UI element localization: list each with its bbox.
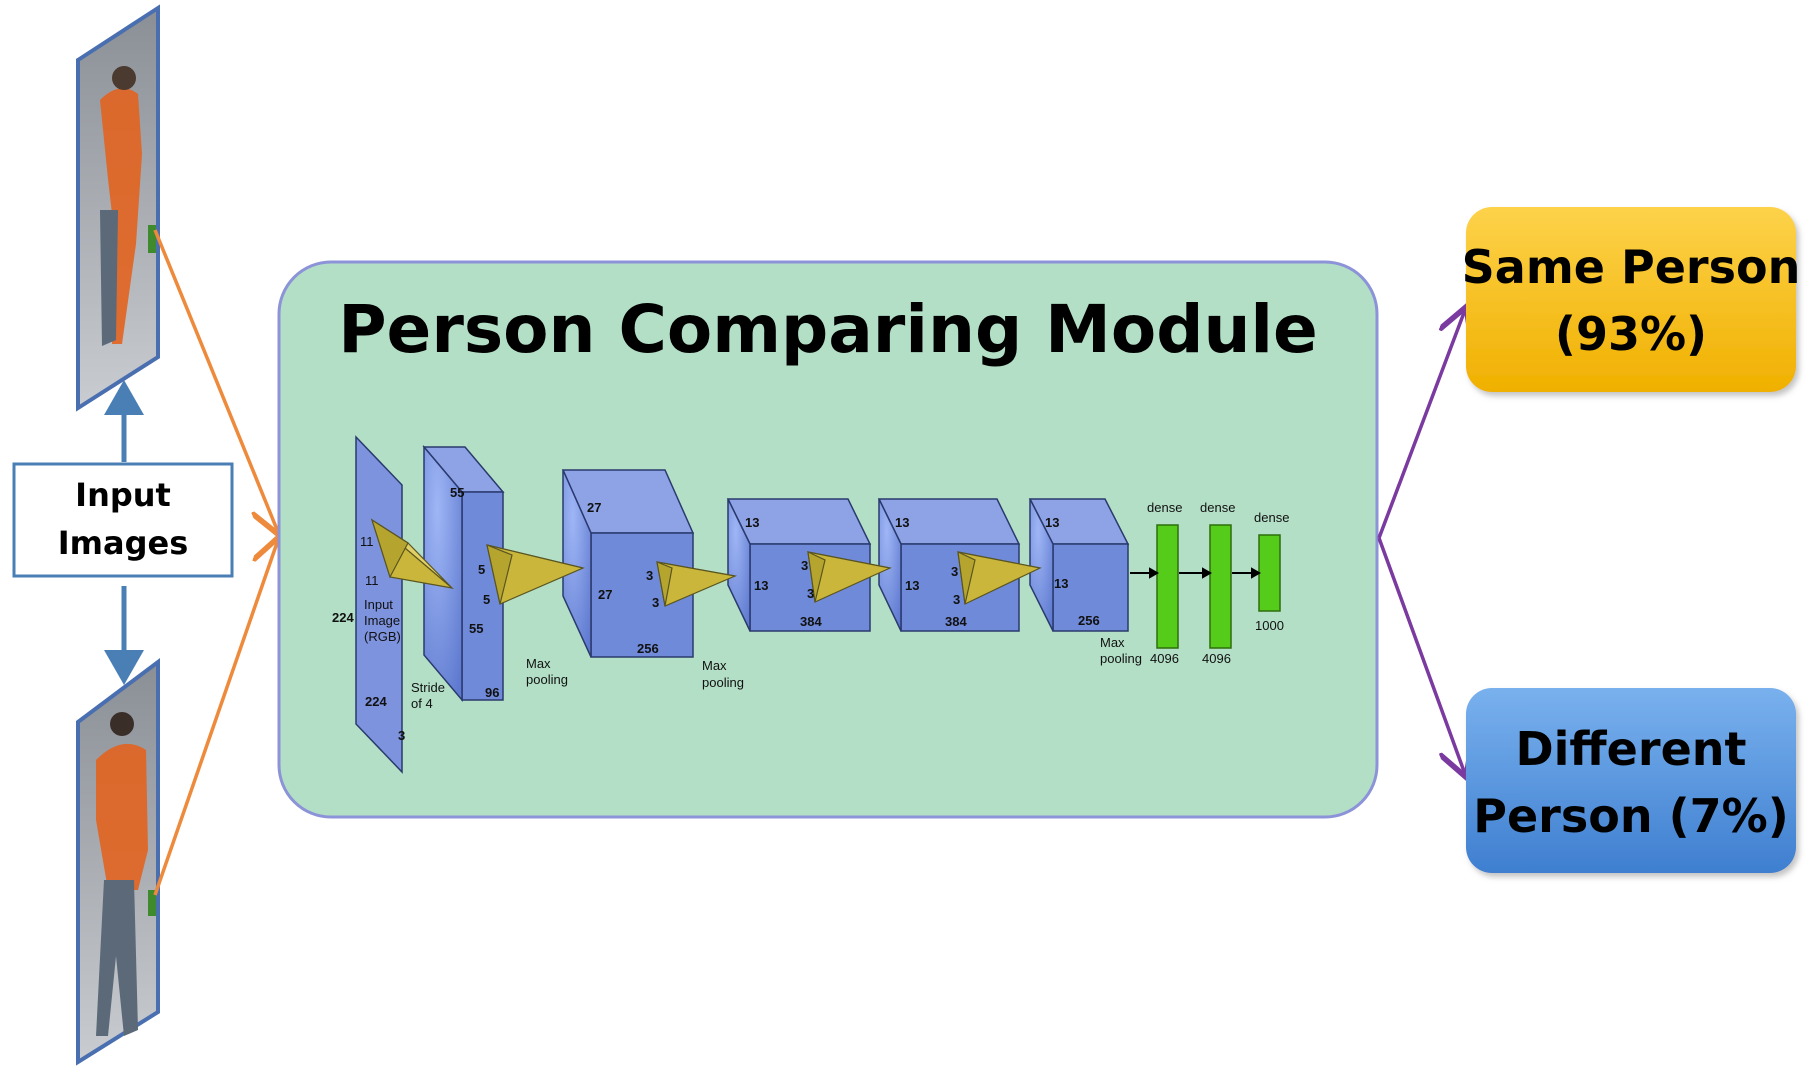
kernel-3 [656, 561, 738, 607]
cnn-conv5-13b: 13 [1054, 576, 1068, 591]
person-photo-bottom [76, 658, 160, 1066]
cnn-pool1-b: pooling [526, 672, 568, 687]
arrow-to-same-person [1377, 310, 1465, 539]
cnn-conv3-3a: 3 [801, 558, 808, 573]
cnn-dense1-label: dense [1147, 500, 1182, 515]
conv5-block [1028, 498, 1130, 632]
cnn-conv4-13a: 13 [895, 515, 909, 530]
cnn-input-label2: Image [364, 613, 400, 628]
cnn-conv4-384: 384 [945, 614, 967, 629]
cnn-pool3-a: Max [1100, 635, 1125, 650]
orange-arrow-bottom [153, 540, 278, 896]
cnn-conv1-96: 96 [485, 685, 499, 700]
same-person-box [1466, 207, 1796, 392]
cnn-conv2-27a: 27 [587, 500, 601, 515]
cnn-conv4-13b: 13 [905, 578, 919, 593]
cnn-conv2-3b: 3 [652, 595, 659, 610]
cnn-conv5-256: 256 [1078, 613, 1100, 628]
kernel-4 [807, 550, 892, 603]
conv2-block [561, 469, 695, 658]
conv1-block [422, 444, 505, 703]
cnn-architecture: 224 224 3 11 11 Input Image (RGB) Stride… [332, 435, 1289, 774]
different-person-label-line2: Person (7%) [1473, 789, 1789, 843]
cnn-input-label1: Input [364, 597, 393, 612]
cnn-conv2-3a: 3 [646, 568, 653, 583]
cnn-conv4-3a: 3 [951, 564, 958, 579]
same-person-label-line1: Same Person [1462, 240, 1801, 294]
dense-layer-2 [1209, 524, 1232, 649]
cnn-dense3-size: 1000 [1255, 618, 1284, 633]
different-person-box [1466, 688, 1796, 873]
different-person-label-line1: Different [1515, 722, 1746, 776]
cnn-kernel-11a: 11 [360, 534, 374, 549]
cnn-stride-1: Stride [411, 680, 445, 695]
dense-layer-1 [1156, 524, 1179, 649]
orange-arrow-top [153, 229, 278, 532]
module-title: Person Comparing Module [338, 291, 1318, 368]
dense-arrows [1130, 567, 1262, 579]
cnn-conv2-256: 256 [637, 641, 659, 656]
cnn-conv1-5a: 5 [478, 562, 485, 577]
cnn-conv5-13a: 13 [1045, 515, 1059, 530]
cnn-conv2-27b: 27 [598, 587, 612, 602]
cnn-conv1-55a: 55 [450, 485, 464, 500]
arrow-to-different-person [1377, 537, 1465, 774]
cnn-dense3-label: dense [1254, 510, 1289, 525]
cnn-conv3-13a: 13 [745, 515, 759, 530]
cnn-kernel-11b: 11 [365, 573, 379, 588]
cnn-dense2-label: dense [1200, 500, 1235, 515]
cnn-input-label3: (RGB) [364, 629, 401, 644]
cnn-conv1-55b: 55 [469, 621, 483, 636]
input-images-box [12, 462, 234, 578]
cnn-input-224a: 224 [332, 610, 354, 625]
cnn-pool2-a: Max [702, 658, 727, 673]
kernel-2 [486, 544, 585, 605]
cnn-input-224b: 224 [365, 694, 387, 709]
input-images-label-line2: Images [58, 524, 189, 562]
cnn-conv3-3b: 3 [807, 586, 814, 601]
input-image-layer [355, 435, 403, 774]
input-images-label-line1: Input [75, 476, 171, 514]
cnn-pool2-b: pooling [702, 675, 744, 690]
cnn-conv1-5b: 5 [483, 592, 490, 607]
cnn-dense2-size: 4096 [1202, 651, 1231, 666]
cnn-dense1-size: 4096 [1150, 651, 1179, 666]
cnn-stride-2: of 4 [411, 696, 433, 711]
cnn-conv3-13b: 13 [754, 578, 768, 593]
cnn-input-3: 3 [398, 728, 405, 743]
cnn-conv3-384: 384 [800, 614, 822, 629]
same-person-label-line2: (93%) [1555, 307, 1707, 361]
person-photo-top [76, 4, 160, 412]
kernel-5 [957, 550, 1042, 605]
cnn-pool1-a: Max [526, 656, 551, 671]
cnn-conv4-3b: 3 [953, 592, 960, 607]
cnn-pool3-b: pooling [1100, 651, 1142, 666]
kernel-1 [370, 518, 455, 589]
dense-layer-3 [1258, 534, 1281, 612]
